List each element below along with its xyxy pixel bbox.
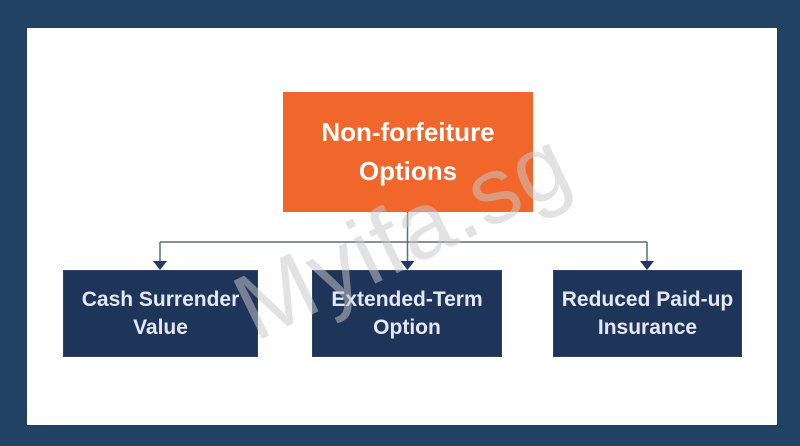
arrowhead-left-icon: [153, 261, 167, 270]
child-node-label: Extended-Term Option: [331, 287, 483, 339]
child-node-label: Cash Surrender Value: [81, 287, 240, 339]
child-node-label: Reduced Paid-up Insurance: [561, 287, 734, 339]
root-node-non-forfeiture-options: Non-forfeiture Options: [283, 92, 533, 212]
child-node-reduced-paid-up-insurance: Reduced Paid-up Insurance: [553, 270, 742, 357]
root-node-label: Non-forfeiture Options: [321, 117, 495, 186]
arrowhead-right-icon: [640, 261, 654, 270]
arrowhead-center-icon: [400, 261, 415, 270]
child-node-extended-term-option: Extended-Term Option: [312, 270, 502, 357]
child-node-cash-surrender-value: Cash Surrender Value: [63, 270, 258, 357]
